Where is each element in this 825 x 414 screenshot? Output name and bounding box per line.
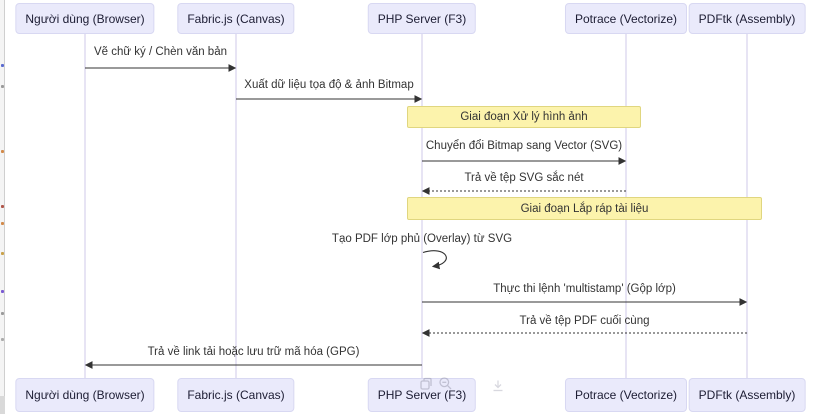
actor-bottom-2: PHP Server (F3)	[367, 378, 477, 412]
actor-bottom-3: Potrace (Vectorize)	[564, 378, 688, 412]
actor-top-2: PHP Server (F3)	[367, 3, 477, 34]
actor-bottom-0: Người dùng (Browser)	[15, 378, 155, 412]
note-0: Giai đoạn Xử lý hình ảnh	[407, 106, 641, 128]
message-label-0: Vẽ chữ ký / Chèn văn bản	[94, 46, 227, 58]
message-label-6: Trả về tệp PDF cuối cùng	[519, 315, 650, 327]
copy-icon[interactable]	[419, 377, 433, 391]
actor-top-0: Người dùng (Browser)	[15, 3, 155, 34]
download-icon[interactable]	[491, 379, 505, 393]
message-label-5: Thực thi lệnh 'multistamp' (Gộp lớp)	[493, 283, 676, 295]
actor-top-1: Fabric.js (Canvas)	[177, 3, 295, 34]
actor-bottom-4: PDFtk (Assembly)	[688, 378, 806, 412]
self-message-arrow	[422, 250, 447, 270]
message-label-7: Trả về link tải hoặc lưu trữ mã hóa (GPG…	[147, 346, 360, 358]
message-label-1: Xuất dữ liệu tọa độ & ảnh Bitmap	[244, 79, 414, 91]
actor-bottom-1: Fabric.js (Canvas)	[177, 378, 295, 412]
window-edge	[0, 0, 5, 414]
message-label-4: Tạo PDF lớp phủ (Overlay) từ SVG	[331, 233, 513, 245]
zoom-icon[interactable]	[438, 376, 453, 391]
message-label-2: Chuyển đổi Bitmap sang Vector (SVG)	[425, 140, 623, 152]
actor-top-4: PDFtk (Assembly)	[688, 3, 806, 34]
edge-scroll-block	[0, 396, 5, 414]
actor-top-3: Potrace (Vectorize)	[564, 3, 688, 34]
message-label-3: Trả về tệp SVG sắc nét	[464, 172, 584, 184]
note-1: Giai đoạn Lắp ráp tài liệu	[407, 197, 762, 220]
